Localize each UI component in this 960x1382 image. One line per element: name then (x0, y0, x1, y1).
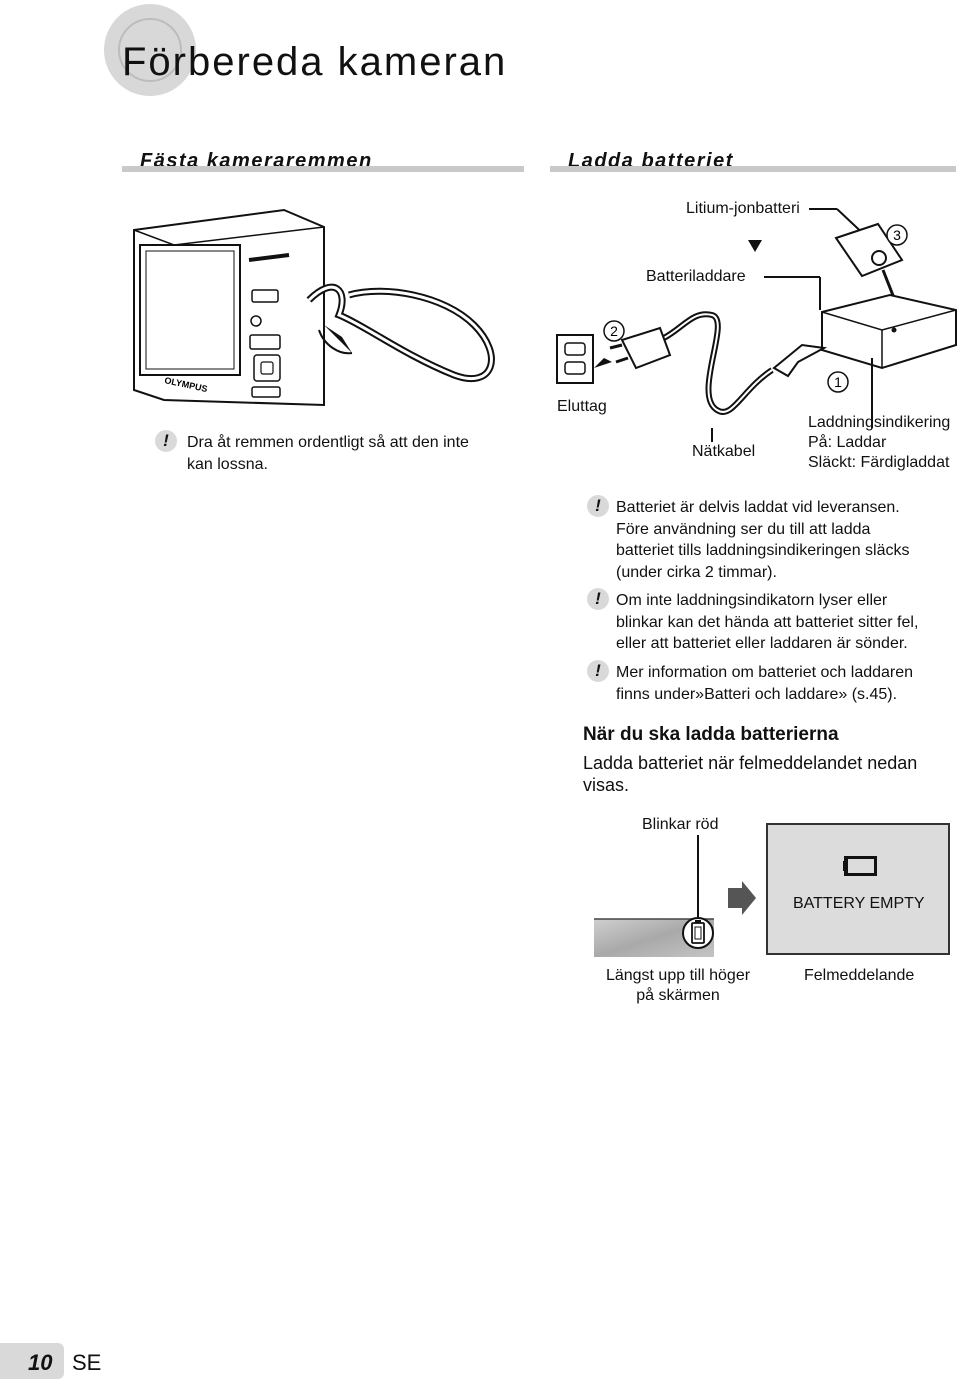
battery-charging-illustration: 3 1 2 (556, 208, 957, 442)
charger-label: Batteriladdare (646, 268, 746, 285)
battery-empty-icon (843, 856, 877, 876)
step-1-label: 1 (834, 374, 842, 390)
exclamation-note-icon: ! (587, 588, 609, 610)
when-to-charge-body: Ladda batteriet när felmeddelandet nedan… (583, 753, 918, 795)
exclamation-note-icon: ! (587, 660, 609, 682)
error-message: BATTERY EMPTY (793, 895, 925, 912)
error-caption: Felmeddelande (804, 967, 915, 984)
cable-label: Nätkabel (692, 443, 756, 460)
exclamation-note-icon: ! (587, 495, 609, 517)
charge-indicator-legend: Laddningsindikering På: Laddar Släckt: F… (808, 414, 951, 471)
title-decoration (104, 4, 196, 96)
battery-label: Litium-jonbatteri (686, 200, 800, 217)
arrow-down-icon (748, 240, 762, 252)
page-number-tab (0, 1343, 64, 1379)
page-number: 10 (28, 1350, 53, 1375)
arrow-right-icon (728, 881, 756, 915)
when-to-charge-heading: När du ska ladda batterierna (583, 724, 839, 745)
screen-caption: Längst upp till höger på skärmen (605, 967, 751, 1004)
battery-note-2: Om inte laddningsindikatorn lyser eller … (616, 592, 919, 652)
battery-section-bar (550, 166, 956, 172)
exclamation-note-icon: ! (155, 430, 177, 452)
blink-label: Blinkar röd (642, 816, 719, 833)
screen-corner-illustration (594, 835, 756, 957)
language-code: SE (72, 1350, 102, 1375)
page-title: Förbereda kameran (122, 40, 508, 84)
battery-note-3: Mer information om batteriet och laddare… (616, 664, 914, 703)
outlet-label: Eluttag (557, 398, 607, 415)
strap-note: Dra åt remmen ordentligt så att den inte… (187, 434, 469, 473)
step-2-label: 2 (610, 323, 618, 339)
error-message-screen (766, 823, 950, 955)
strap-section-bar (122, 166, 524, 172)
step-3-label: 3 (893, 227, 901, 243)
battery-indicator-icon (691, 920, 705, 944)
battery-note-1: Batteriet är delvis laddat vid leveranse… (616, 499, 910, 581)
camera-strap-illustration: OLYMPUS (133, 208, 495, 407)
